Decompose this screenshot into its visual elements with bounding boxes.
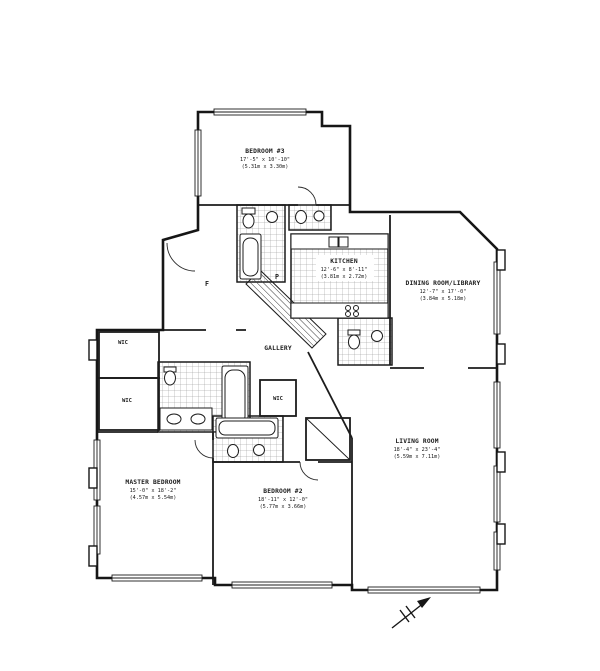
vanity-counter [159, 407, 213, 431]
living-room-dims: 18'-4" x 23'-4" [394, 447, 441, 453]
kitchen-name: KITCHEN [330, 258, 358, 265]
north-arrow-icon [391, 597, 431, 629]
structural-columns [88, 249, 506, 567]
bedroom-3-name: BEDROOM #3 [245, 148, 284, 155]
toilet-bowl [242, 213, 255, 229]
sink [266, 211, 278, 223]
interior-walls [97, 204, 497, 585]
kitchen-label-backing [316, 255, 374, 281]
bedroom-2-dims: 18'-11" x 12'-0" [258, 497, 308, 503]
stove-burner [353, 311, 359, 317]
room-labels: BEDROOM #3 17'-5" x 10'-10" (5.31m x 3.3… [118, 148, 480, 510]
sink [190, 413, 206, 425]
bedroom-3-metric: (5.31m x 3.30m) [242, 164, 289, 170]
toilet-bowl [295, 210, 307, 224]
sink [313, 210, 325, 222]
toilet-bowl [348, 334, 360, 350]
sink [371, 330, 383, 342]
foyer-marker: F [205, 280, 209, 288]
master-bedroom-dims: 15'-0" x 18'-2" [130, 488, 177, 494]
bedroom-2-closet [305, 417, 351, 461]
wic-label-2: WIC [122, 398, 132, 404]
windows [93, 108, 501, 594]
kitchen-sink [328, 236, 339, 248]
toilet-tank [347, 329, 361, 336]
door-swings [166, 186, 319, 481]
bedroom-3-dims: 17'-5" x 10'-10" [240, 157, 290, 163]
wic-label-1: WIC [118, 340, 128, 346]
wic-closet-1-walls [98, 331, 160, 379]
stove-burner [345, 305, 351, 311]
gallery-name: GALLERY [264, 345, 292, 352]
master-bedroom-metric: (4.57m x 5.54m) [130, 495, 177, 501]
sink [166, 413, 182, 425]
stove-burner [345, 311, 351, 317]
sink [253, 444, 265, 456]
toilet-bowl [227, 444, 239, 458]
bedroom-2-name: BEDROOM #2 [263, 488, 302, 495]
dining-room-metric: (3.84m x 5.18m) [420, 296, 467, 302]
kitchen-counter-bottom [290, 302, 389, 319]
plumbing-fixtures [159, 207, 389, 458]
kitchen-dims: 12'-6" x 8'-11" [321, 267, 368, 273]
wic-closet-3-walls [259, 379, 297, 417]
powder-room-floor [337, 317, 393, 366]
exterior-walls [95, 110, 499, 592]
living-room-metric: (5.59m x 7.11m) [394, 454, 441, 460]
living-room-name: LIVING ROOM [395, 438, 438, 445]
pantry-marker: P [275, 273, 279, 281]
dining-room-name: DINING ROOM/LIBRARY [406, 280, 481, 287]
master-bedroom-name: MASTER BEDROOM [125, 479, 180, 486]
kitchen-metric: (3.81m x 2.72m) [321, 274, 368, 280]
kitchen-sink [338, 236, 349, 248]
stove-burner [353, 305, 359, 311]
bedroom-2-metric: (5.77m x 3.66m) [260, 504, 307, 510]
wic-label-3: WIC [273, 396, 283, 402]
wic-closet-2-walls [98, 377, 160, 431]
toilet-tank [241, 207, 256, 215]
dining-room-dims: 12'-7" x 17'-0" [420, 289, 467, 295]
toilet-bowl [164, 370, 176, 386]
